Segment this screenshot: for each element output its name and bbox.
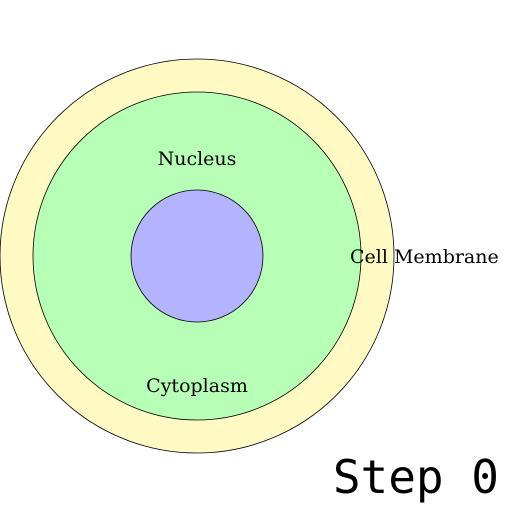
cell-membrane-label: Cell Membrane <box>350 246 499 268</box>
nucleus-label: Nucleus <box>158 148 237 170</box>
cytoplasm-label: Cytoplasm <box>146 375 248 397</box>
step-label: Step 0 <box>333 450 499 504</box>
nucleus-circle <box>130 189 264 323</box>
